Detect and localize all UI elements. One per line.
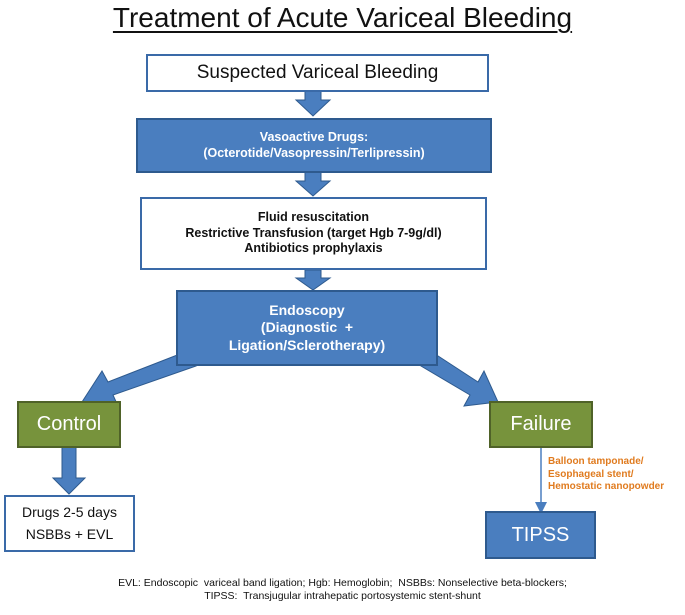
node-suspected-bleeding: Suspected Variceal Bleeding: [146, 54, 489, 92]
abbreviations-footnote: EVL: Endoscopic variceal band ligation; …: [0, 577, 685, 603]
rescue-option-2: Esophageal stent/: [548, 468, 634, 480]
node-drugs-line-2: NSBBs + EVL: [25, 525, 114, 542]
node-failure-label: Failure: [510, 413, 572, 435]
node-resuscitation-line-1: Fluid resuscitation: [257, 210, 370, 225]
node-control: Control: [17, 401, 121, 448]
node-endoscopy-line-1: Endoscopy: [269, 301, 345, 318]
node-drugs: Drugs 2-5 days NSBBs + EVL: [4, 495, 135, 552]
node-suspected-label: Suspected Variceal Bleeding: [196, 62, 439, 84]
arrow-endoscopy-to-failure: [420, 351, 499, 407]
rescue-options-note: Balloon tamponade/ Esophageal stent/ Hem…: [548, 456, 685, 494]
node-endoscopy-line-2: (Diagnostic +: [260, 319, 354, 336]
node-tipss-label: TIPSS: [511, 523, 570, 546]
node-vasoactive-line-1: Vasoactive Drugs:: [259, 129, 369, 144]
node-resuscitation: Fluid resuscitation Restrictive Transfus…: [140, 197, 487, 270]
node-resuscitation-line-3: Antibiotics prophylaxis: [244, 241, 383, 256]
arrow-suspected-to-vasoactive: [294, 90, 332, 117]
node-vasoactive-drugs: Vasoactive Drugs: (Octerotide/Vasopressi…: [136, 118, 492, 173]
diagram-title: Treatment of Acute Variceal Bleeding: [112, 2, 573, 33]
rescue-option-3: Hemostatic nanopowder: [548, 481, 665, 492]
node-failure: Failure: [489, 401, 593, 448]
footnote-line-1: EVL: Endoscopic variceal band ligation; …: [118, 577, 567, 589]
node-vasoactive-line-2: (Octerotide/Vasopressin/Terlipressin): [203, 145, 425, 160]
arrow-control-to-drugs: [51, 446, 87, 495]
footnote-line-2: TIPSS: Transjugular intrahepatic portosy…: [204, 590, 481, 603]
arrow-resuscitation-to-endoscopy: [294, 269, 332, 291]
arrow-vasoactive-to-resuscitation: [294, 171, 332, 197]
node-resuscitation-line-2: Restrictive Transfusion (target Hgb 7-9g…: [185, 225, 442, 240]
rescue-option-1: Balloon tamponade/: [548, 456, 644, 467]
node-tipss: TIPSS: [485, 511, 596, 559]
node-drugs-line-1: Drugs 2-5 days: [22, 503, 117, 520]
node-endoscopy: Endoscopy (Diagnostic + Ligation/Sclerot…: [176, 290, 438, 366]
node-control-label: Control: [36, 413, 102, 435]
node-endoscopy-line-3: Ligation/Sclerotherapy): [228, 336, 386, 353]
